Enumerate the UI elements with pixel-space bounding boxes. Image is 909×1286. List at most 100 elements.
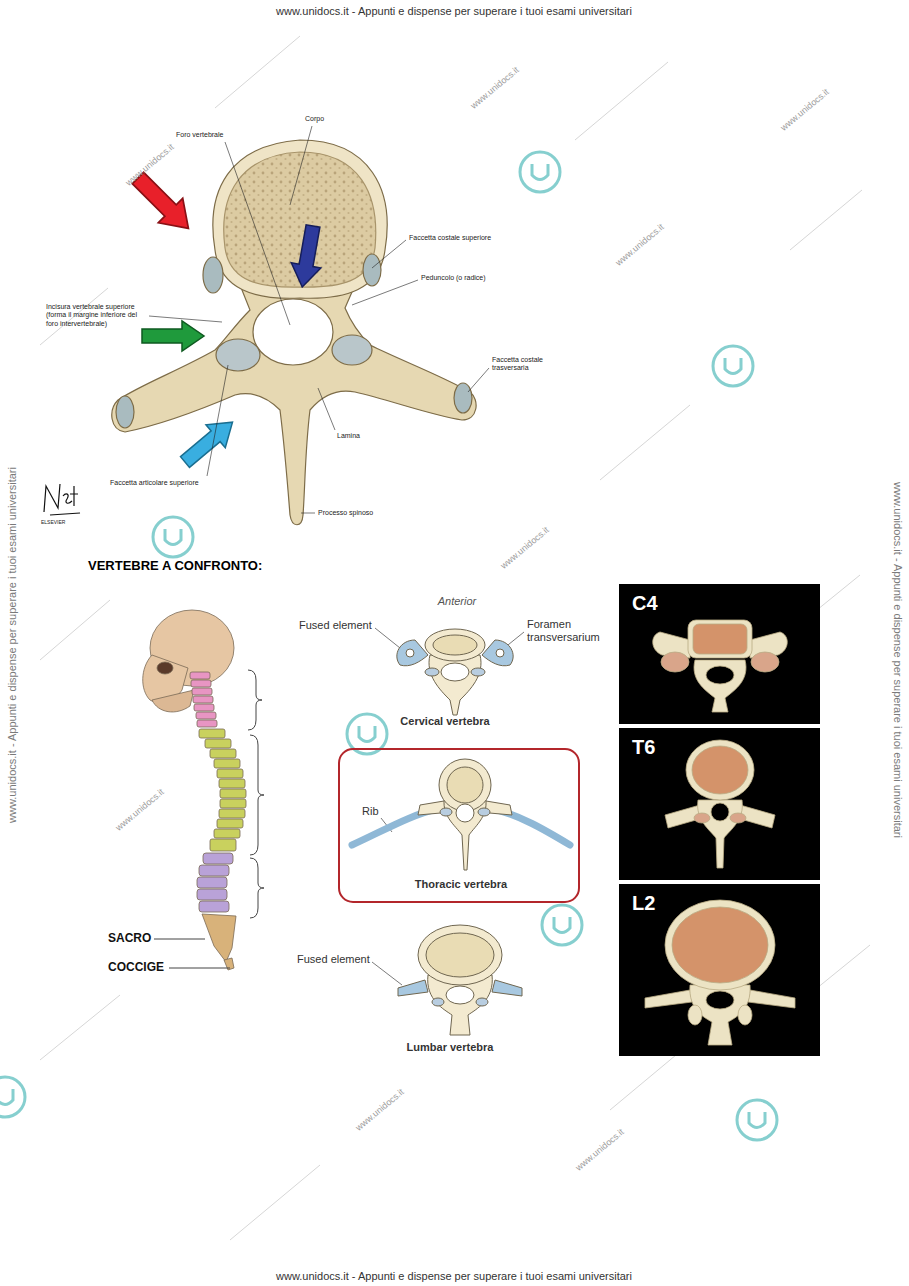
logo-icon [0, 1089, 13, 1105]
thoracic-vertebra-drawing [116, 396, 134, 428]
level-label: C4 [632, 591, 658, 615]
watermark-lines [600, 405, 690, 480]
watermark-lines [575, 62, 668, 140]
null [219, 779, 245, 788]
pointer-arrow [287, 223, 327, 289]
null [197, 889, 227, 900]
logo-icon [520, 152, 560, 192]
thoracic-vertebra-small [478, 808, 490, 816]
part-label: Faccetta costale trasversaria [492, 356, 554, 373]
lumbar-vertebra-drawing [476, 998, 488, 1006]
logo-icon [737, 1100, 777, 1140]
null [194, 704, 214, 711]
part-label: Lamina [337, 432, 360, 440]
page-footer: www.unidocs.it - Appunti e dispense per … [276, 1270, 632, 1283]
logo-icon [554, 917, 570, 933]
cervical-vertebra-drawing [441, 663, 469, 681]
figure-caption: Lumbar vertebra [407, 1041, 494, 1054]
thoracic-vertebra-small [439, 759, 491, 811]
lumbar-vertebra-drawing [432, 998, 444, 1006]
thoracic-vertebra-drawing [454, 383, 472, 413]
level-label: L2 [632, 891, 655, 915]
leader-line [318, 388, 335, 430]
spine-drawing [202, 914, 236, 962]
null [199, 729, 225, 738]
null [192, 688, 212, 695]
thoracic-vertebra-drawing [216, 339, 260, 371]
netter-signature [50, 513, 80, 515]
lumbar-vertebra-drawing [398, 980, 428, 996]
watermark: www.unidocs.it [499, 525, 552, 572]
leader-line [290, 126, 312, 205]
leader-line [149, 126, 524, 985]
null [190, 672, 217, 727]
null [205, 739, 231, 748]
ct-vertebra-t6 [730, 813, 746, 823]
leader-line [468, 368, 489, 392]
null [210, 839, 236, 851]
thoracic-vertebra-small [456, 804, 474, 822]
ct-vertebra-t6 [698, 800, 743, 868]
bracket [250, 858, 264, 918]
null [197, 877, 227, 888]
null [197, 720, 217, 727]
bracket [250, 735, 264, 855]
bracket [248, 670, 262, 730]
null [199, 729, 246, 851]
logo-icon [532, 164, 548, 180]
watermark-lines [790, 190, 862, 250]
watermark: www.unidocs.it [614, 222, 667, 269]
null [191, 680, 211, 687]
ct-vertebra-t6 [692, 746, 748, 794]
ct-panel-ground [619, 728, 820, 880]
null [217, 769, 243, 778]
part-label: COCCIGE [108, 960, 164, 974]
cervical-vertebra-drawing [397, 629, 513, 715]
ct-vertebra-l2 [665, 900, 775, 990]
leader-line [207, 365, 228, 476]
leader-line [372, 962, 402, 985]
thoracic-vertebra-drawing [112, 140, 476, 525]
cervical-vertebra-drawing [425, 668, 439, 676]
netter-signature [44, 484, 80, 515]
ct-vertebra-c4 [693, 624, 747, 654]
section-heading: VERTEBRE A CONFRONTO: [88, 558, 262, 574]
logo-icon [725, 358, 741, 374]
ct-vertebra-t6 [711, 803, 729, 821]
watermark-lines [230, 1165, 320, 1240]
side-watermark: www.unidocs.it - Appunti e dispense per … [890, 482, 903, 838]
logo-icon [153, 517, 193, 557]
ct-panel-ground [619, 884, 820, 1056]
cervical-vertebra-drawing [425, 629, 485, 661]
thoracic-vertebra-drawing [332, 335, 372, 365]
thoracic-vertebra-drawing [363, 254, 381, 286]
pointer-arrow [142, 321, 204, 351]
part-label: SACRO [108, 931, 151, 945]
ct-vertebra-l2 [645, 990, 692, 1008]
thoracic-vertebra-drawing [112, 285, 476, 525]
leader-line [301, 513, 315, 514]
ct-vertebra-c4 [661, 652, 689, 672]
netter-signature [44, 484, 78, 512]
thoracic-vertebra-small [440, 808, 452, 816]
thoracic-vertebra-drawing [253, 299, 333, 365]
watermark: www.unidocs.it [574, 1127, 627, 1174]
leader-line [225, 142, 290, 325]
ct-panel-ground [619, 584, 820, 724]
null [203, 853, 233, 864]
part-label: Foro vertebrale [176, 131, 223, 139]
ct-vertebra-c4 [653, 620, 788, 712]
watermark-lines [40, 995, 120, 1060]
thoracic-vertebra-drawing [213, 140, 387, 298]
null [199, 865, 229, 876]
ct-vertebra-l2 [672, 907, 768, 983]
watermark-lines [215, 36, 300, 108]
part-label: Processo spinoso [318, 509, 373, 517]
lumbar-vertebra-drawing [398, 925, 522, 1035]
leader-line [352, 280, 418, 305]
leader-line [375, 628, 400, 648]
leader-line [149, 316, 222, 322]
ct-vertebra-t6 [694, 813, 710, 823]
orientation-label: Anterior [438, 595, 477, 608]
